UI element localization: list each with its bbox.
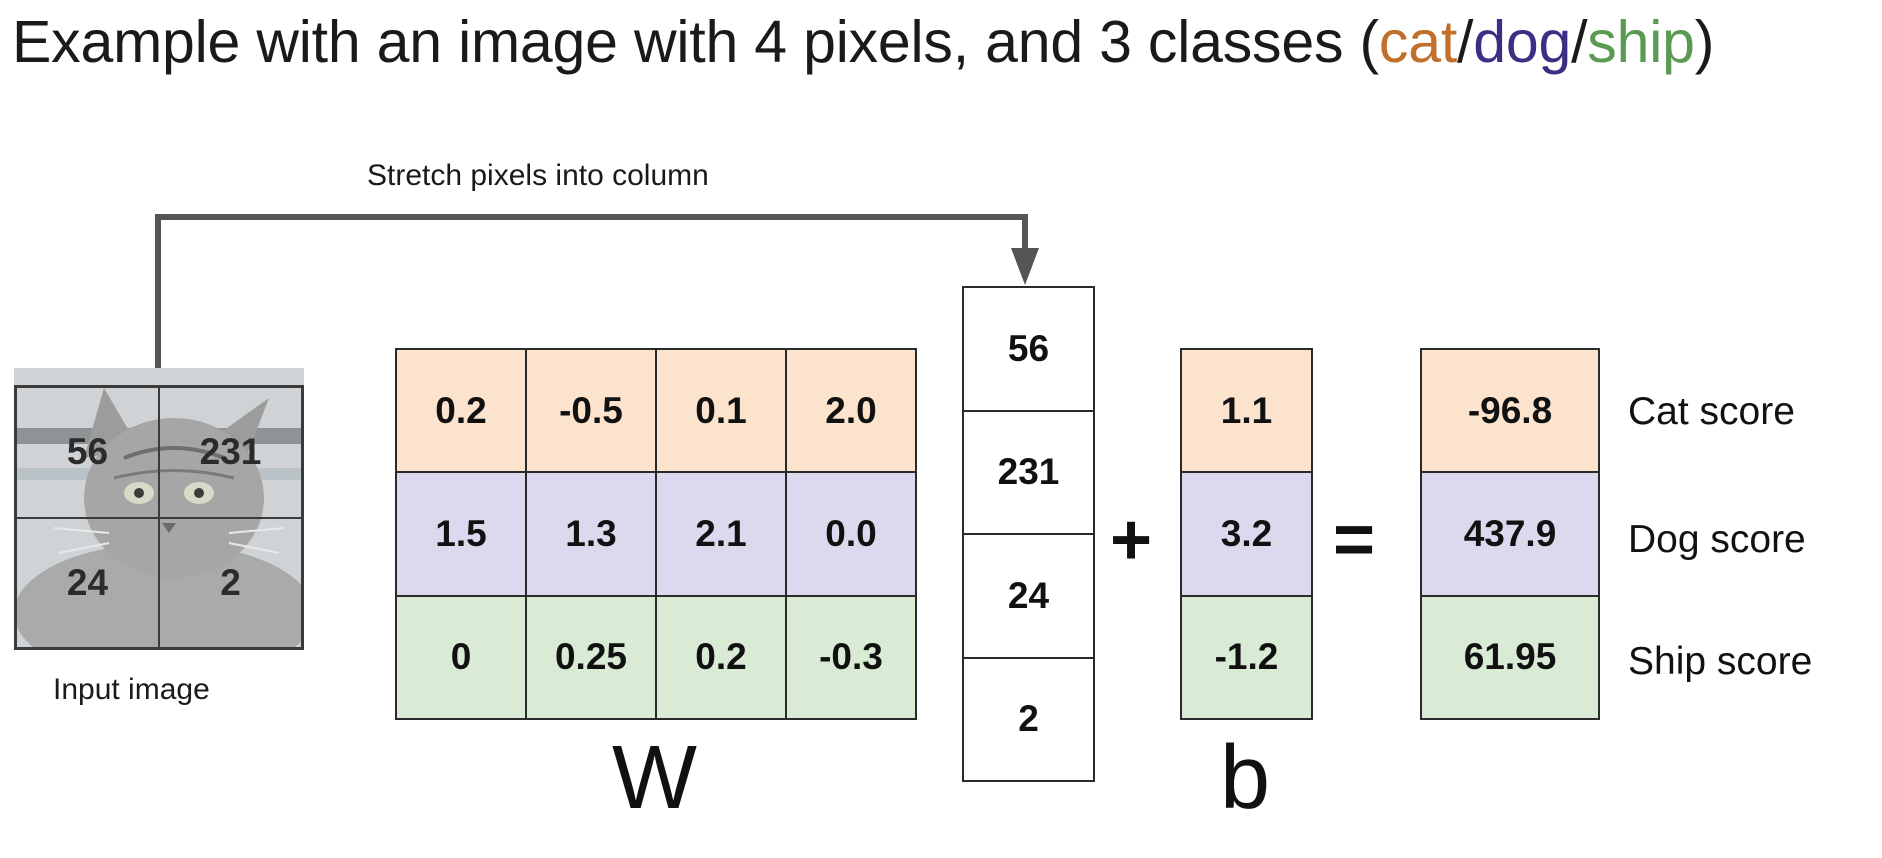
weight-cell: 0.2 — [657, 596, 787, 720]
weight-cell: 0.0 — [787, 473, 917, 597]
input-pixel: 2 — [159, 517, 302, 648]
weight-cell: -0.5 — [527, 350, 657, 474]
input-pixel-grid: 56 231 24 2 — [14, 385, 304, 650]
input-pixel: 231 — [159, 387, 302, 518]
pixel-column-cell: 24 — [964, 535, 1095, 659]
bias-vector: 1.1 3.2 -1.2 — [1180, 348, 1313, 720]
score-vector: -96.8 437.9 61.95 — [1420, 348, 1600, 720]
weight-label: W — [612, 728, 697, 828]
title-dog-word: dog — [1473, 9, 1572, 75]
title-cat-word: cat — [1378, 9, 1458, 75]
input-pixel: 24 — [16, 517, 159, 648]
score-cell: 61.95 — [1422, 596, 1600, 720]
stretch-arrow-line — [155, 214, 1028, 368]
cat-score-label: Cat score — [1628, 390, 1795, 433]
bias-cell: -1.2 — [1182, 596, 1313, 720]
ship-score-label: Ship score — [1628, 640, 1813, 683]
weight-cell: 0.1 — [657, 350, 787, 474]
pixel-column-cell: 56 — [964, 288, 1095, 412]
bias-label: b — [1220, 728, 1271, 828]
weight-cell: 1.3 — [527, 473, 657, 597]
dog-score-label: Dog score — [1628, 518, 1806, 561]
title-separator: / — [1571, 9, 1588, 75]
slide-title: Example with an image with 4 pixels, and… — [12, 4, 1714, 80]
score-cell: 437.9 — [1422, 473, 1600, 597]
weight-cell: 2.1 — [657, 473, 787, 597]
plus-operator: + — [1110, 500, 1153, 580]
equals-operator: = — [1333, 500, 1376, 580]
score-cell: -96.8 — [1422, 350, 1600, 474]
title-suffix: ) — [1694, 9, 1715, 75]
weight-cell: 0.2 — [397, 350, 527, 474]
input-image-label: Input image — [53, 673, 210, 706]
bias-cell: 3.2 — [1182, 473, 1313, 597]
weight-cell: 1.5 — [397, 473, 527, 597]
pixel-column-cell: 231 — [964, 411, 1095, 535]
weight-cell: 2.0 — [787, 350, 917, 474]
bias-cell: 1.1 — [1182, 350, 1313, 474]
title-prefix: Example with an image with 4 pixels, and… — [12, 9, 1379, 75]
weight-matrix: 0.2 -0.5 0.1 2.0 1.5 1.3 2.1 0.0 0 0.25 … — [395, 348, 917, 720]
stretch-arrow-head — [1011, 248, 1039, 285]
input-pixel: 56 — [16, 387, 159, 518]
weight-cell: 0.25 — [527, 596, 657, 720]
weight-cell: 0 — [397, 596, 527, 720]
stretch-caption: Stretch pixels into column — [367, 159, 709, 192]
title-ship-word: ship — [1587, 9, 1695, 75]
pixel-column-cell: 2 — [964, 658, 1095, 782]
weight-cell: -0.3 — [787, 596, 917, 720]
title-separator: / — [1457, 9, 1474, 75]
pixel-column-vector: 56 231 24 2 — [962, 286, 1095, 782]
